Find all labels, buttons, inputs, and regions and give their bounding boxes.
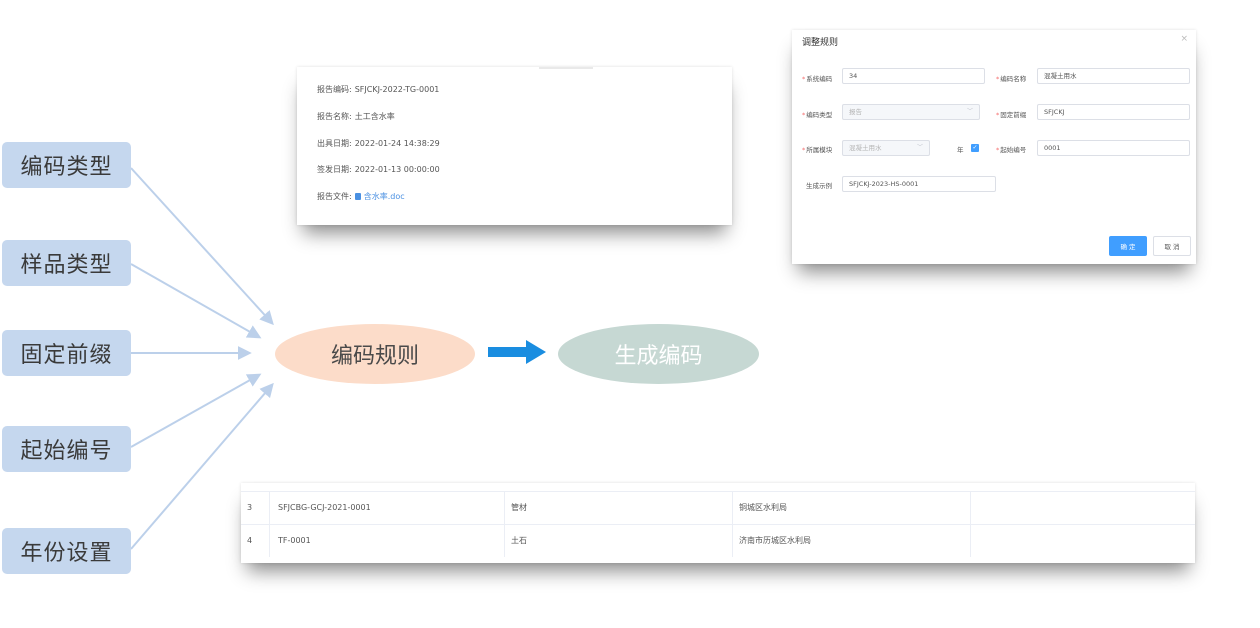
code-type-label: *编码类型 [802, 111, 833, 119]
start-number-input[interactable]: 0001 [1037, 140, 1190, 156]
sign-date-label: 签发日期: [317, 165, 352, 174]
report-name-label: 报告名称: [317, 112, 352, 121]
row-number: 4 [241, 525, 270, 557]
factor-start-number: 起始编号 [2, 426, 131, 472]
system-code-label: *系统编码 [802, 75, 833, 83]
cancel-button[interactable]: 取 消 [1153, 236, 1191, 256]
coding-rule-node: 编码规则 [275, 324, 475, 384]
system-code-input[interactable]: 34 [842, 68, 985, 84]
type-cell: 管材 [505, 492, 733, 524]
code-cell: TF-0001 [270, 525, 505, 557]
flow-arrow-icon [488, 340, 546, 364]
confirm-button[interactable]: 确 定 [1109, 236, 1147, 256]
module-select[interactable]: 混凝土用水﹀ [842, 140, 930, 156]
code-table: 3 SFJCBG-GCJ-2021-0001 管材 铜城区水利局 4 TF-00… [241, 483, 1195, 563]
report-name-value: 土工含水率 [354, 112, 395, 121]
factor-code-type: 编码类型 [2, 142, 131, 188]
extra-cell [971, 525, 1195, 557]
row-number: 3 [241, 492, 270, 524]
code-name-input[interactable]: 混凝土用水 [1037, 68, 1190, 84]
dialog-title: 调整规则 [802, 38, 839, 48]
extra-cell [971, 492, 1195, 524]
start-number-label: *起始编号 [996, 146, 1027, 154]
org-cell: 济南市历城区水利局 [733, 525, 971, 557]
chevron-down-icon: ﹀ [916, 144, 923, 151]
example-label: 生成示例 [806, 182, 832, 190]
report-file-label: 报告文件: [317, 192, 352, 201]
issue-date-value: 2022-01-24 14:38:29 [354, 139, 440, 148]
code-type-select[interactable]: 报告﹀ [842, 104, 980, 120]
factor-fixed-prefix: 固定前缀 [2, 330, 131, 376]
connector-line [130, 167, 274, 326]
sign-date-value: 2022-01-13 00:00:00 [354, 165, 440, 174]
code-name-label: *编码名称 [996, 75, 1027, 83]
org-cell: 铜城区水利局 [733, 492, 971, 524]
factor-year-setting: 年份设置 [2, 528, 131, 574]
close-icon[interactable]: × [1180, 34, 1188, 44]
doc-icon [354, 193, 361, 200]
sign-date-row: 签发日期:2022-01-13 00:00:00 [317, 164, 440, 175]
chevron-down-icon: ﹀ [966, 108, 973, 115]
year-label: 年 [957, 146, 964, 154]
table-row[interactable]: 3 SFJCBG-GCJ-2021-0001 管材 铜城区水利局 [241, 491, 1195, 524]
report-detail-card: 报告编码:SFJCKJ-2022-TG-0001 报告名称:土工含水率 出具日期… [297, 67, 732, 225]
issue-date-label: 出具日期: [317, 139, 352, 148]
fixed-prefix-label: *固定前缀 [996, 111, 1027, 119]
factor-sample-type: 样品类型 [2, 240, 131, 286]
code-cell: SFJCBG-GCJ-2021-0001 [270, 492, 505, 524]
type-cell: 土石 [505, 525, 733, 557]
connector-line [130, 373, 262, 448]
tab-indicator [539, 67, 593, 69]
connector-line [130, 263, 262, 339]
report-code-label: 报告编码: [317, 85, 352, 94]
report-name-row: 报告名称:土工含水率 [317, 111, 395, 122]
report-code-value: SFJCKJ-2022-TG-0001 [354, 85, 440, 94]
year-checkbox[interactable]: ✓ [971, 144, 979, 152]
report-file-link[interactable]: 含水率.doc [363, 192, 405, 201]
adjust-rule-dialog: 调整规则 × *系统编码 34 *编码名称 混凝土用水 *编码类型 报告﹀ *固… [792, 30, 1196, 264]
fixed-prefix-input[interactable]: SFJCKJ [1037, 104, 1190, 120]
issue-date-row: 出具日期:2022-01-24 14:38:29 [317, 138, 440, 149]
report-file-row: 报告文件: 含水率.doc [317, 191, 405, 202]
module-label: *所属模块 [802, 146, 833, 154]
example-output: SFJCKJ-2023-HS-0001 [842, 176, 996, 192]
generate-code-node: 生成编码 [558, 324, 759, 384]
report-code-row: 报告编码:SFJCKJ-2022-TG-0001 [317, 84, 439, 95]
table-row[interactable]: 4 TF-0001 土石 济南市历城区水利局 [241, 524, 1195, 557]
